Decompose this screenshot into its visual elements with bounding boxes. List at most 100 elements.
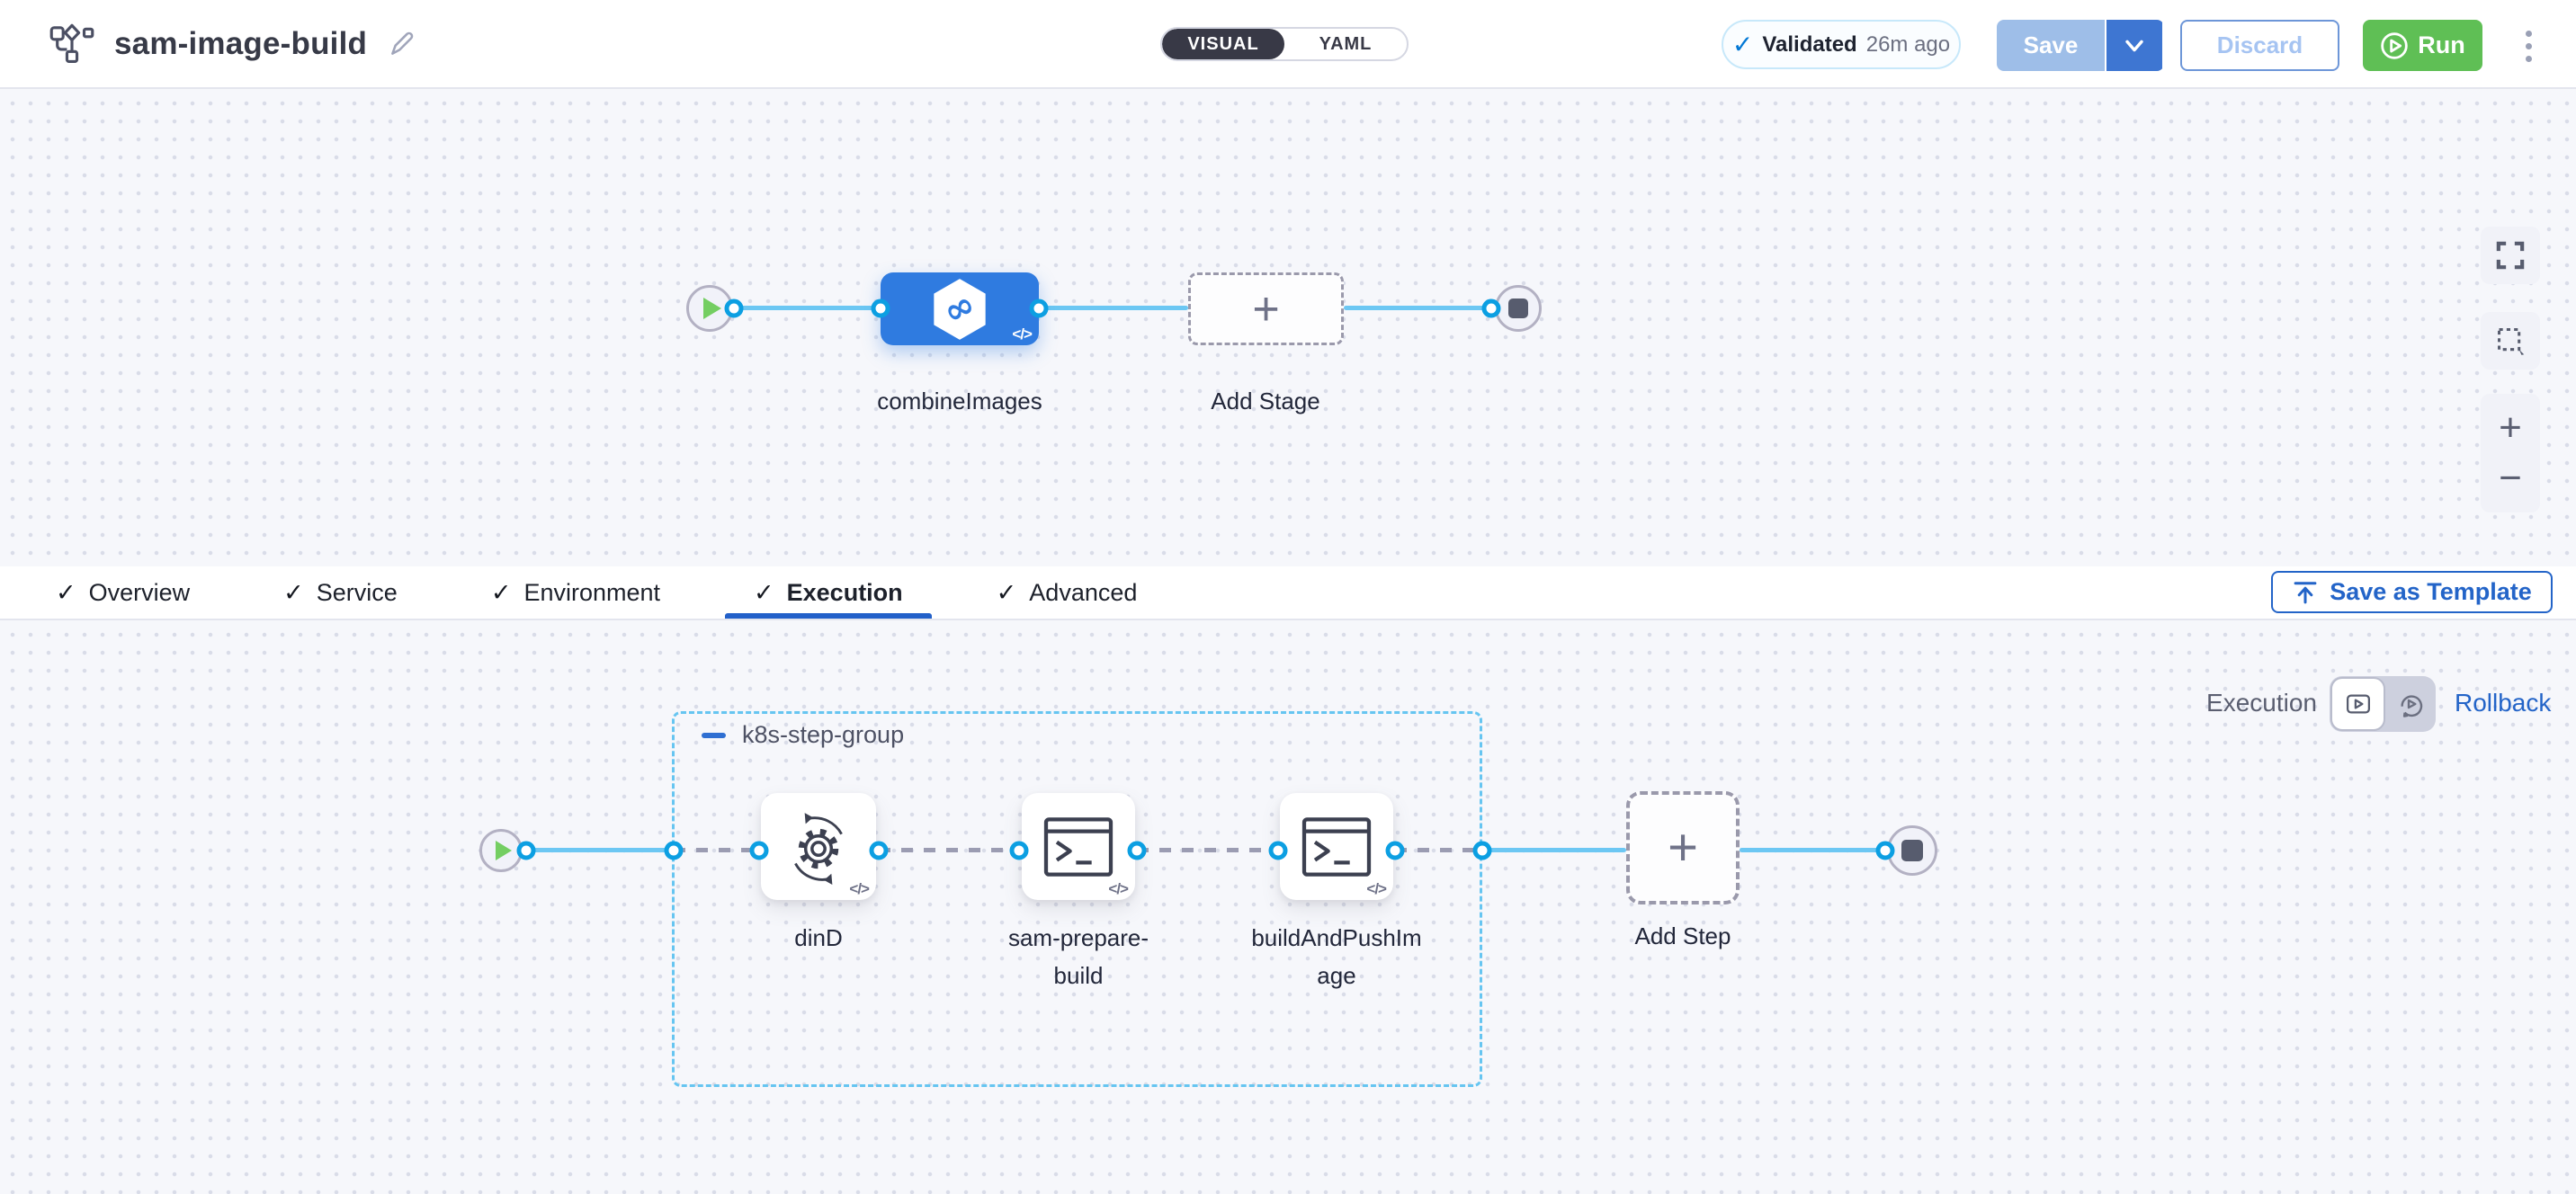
stage-label[interactable]: combineImages (877, 388, 1042, 414)
tab-environment[interactable]: ✓ Environment (486, 566, 666, 619)
port[interactable] (1009, 841, 1029, 860)
tab-label: Execution (786, 578, 903, 606)
more-options-kebab-icon[interactable] (2515, 24, 2542, 67)
zoom-out-button[interactable]: − (2499, 456, 2522, 500)
port[interactable] (1127, 841, 1147, 860)
execution-mode-label: Execution (2206, 689, 2317, 717)
validated-time: 26m ago (1865, 31, 1951, 57)
visual-yaml-toggle: VISUAL YAML (1160, 27, 1409, 61)
port[interactable] (1481, 298, 1501, 318)
check-icon: ✓ (754, 578, 774, 606)
port[interactable] (869, 841, 889, 860)
run-play-icon (2381, 31, 2408, 59)
toggle-yaml[interactable]: YAML (1319, 33, 1373, 54)
validated-check-icon: ✓ (1731, 31, 1754, 58)
step-code-icon[interactable]: </> (1366, 880, 1387, 897)
tab-label: Advanced (1029, 578, 1138, 606)
edit-pencil-icon[interactable] (387, 29, 417, 59)
port[interactable] (516, 841, 536, 860)
run-label: Run (2418, 31, 2465, 58)
port[interactable] (1029, 298, 1049, 318)
check-icon: ✓ (283, 578, 304, 606)
start-play-icon (703, 298, 721, 319)
tab-overview[interactable]: ✓ Overview (50, 566, 195, 619)
tab-label: Environment (523, 578, 661, 606)
fullscreen-button[interactable] (2481, 227, 2540, 284)
tab-label: Service (316, 578, 398, 606)
step-card-dind[interactable]: </> (761, 793, 876, 900)
stage-canvas[interactable]: ∞ </> + combineImages Add Stage (0, 89, 2576, 566)
port[interactable] (1472, 841, 1492, 860)
port[interactable] (871, 298, 890, 318)
dashed-connector (879, 848, 1019, 852)
step-label-sam-prepare-build[interactable]: sam-prepare-build (1007, 924, 1149, 989)
port[interactable] (724, 298, 744, 318)
fullscreen-icon (2496, 241, 2525, 270)
zoom-in-button[interactable]: + (2499, 405, 2522, 450)
rollback-icon (2401, 695, 2423, 717)
save-as-template-label: Save as Template (2330, 578, 2532, 605)
stop-square-icon (1901, 840, 1923, 861)
add-step-label[interactable]: Add Step (1634, 922, 1731, 949)
connector-line (1039, 306, 1188, 310)
step-label-buildandpushimage[interactable]: buildAndPushImage (1251, 924, 1422, 989)
tab-advanced[interactable]: ✓ Advanced (991, 566, 1143, 619)
port[interactable] (1875, 841, 1895, 860)
tab-execution[interactable]: ✓ Execution (725, 566, 932, 619)
zoom-panel: + − (2481, 394, 2540, 512)
check-icon: ✓ (996, 578, 1017, 606)
rollback-view-button[interactable] (2385, 676, 2436, 732)
check-icon: ✓ (490, 578, 512, 606)
step-code-icon[interactable]: </> (1108, 880, 1129, 897)
step-code-icon[interactable]: </> (849, 880, 870, 897)
add-stage-button[interactable]: + (1188, 272, 1344, 345)
header: sam-image-build VISUAL YAML ✓ Validated … (0, 0, 2576, 89)
execution-end-node (1887, 825, 1937, 876)
pipeline-icon (49, 23, 94, 65)
port[interactable] (664, 841, 684, 860)
step-card-buildandpushimage[interactable]: </> (1280, 793, 1393, 900)
gear-sync-icon (794, 812, 843, 885)
port[interactable] (749, 841, 769, 860)
multi-select-button[interactable] (2481, 312, 2540, 370)
rollback-link[interactable]: Rollback (2455, 689, 2552, 717)
plus-icon: + (1252, 282, 1280, 335)
collapse-group-icon[interactable] (702, 732, 726, 738)
execution-start-node (479, 829, 523, 872)
page-title: sam-image-build (114, 25, 368, 61)
step-group-box[interactable] (672, 711, 1482, 1087)
step-group-name[interactable]: k8s-step-group (742, 721, 905, 748)
connector-line (734, 306, 881, 310)
add-step-button[interactable]: + (1626, 791, 1740, 904)
toggle-visual[interactable]: VISUAL (1162, 29, 1284, 59)
execution-canvas[interactable]: Execution Rollback k8s-step-group (0, 620, 2576, 1194)
pipeline-end-node (1495, 285, 1542, 332)
stage-node-combineimages[interactable]: ∞ </> (881, 272, 1039, 345)
save-split-button: Save (1997, 20, 2164, 71)
tab-service[interactable]: ✓ Service (278, 566, 403, 619)
step-label-dind[interactable]: dinD (794, 924, 843, 951)
port[interactable] (1268, 841, 1288, 860)
add-stage-label[interactable]: Add Stage (1211, 388, 1320, 414)
discard-button[interactable]: Discard (2180, 20, 2339, 71)
save-as-template-button[interactable]: Save as Template (2271, 571, 2553, 613)
chevron-down-icon (2125, 40, 2143, 51)
terminal-icon (1043, 816, 1114, 877)
step-card-sam-prepare-build[interactable]: </> (1022, 793, 1135, 900)
run-button[interactable]: Run (2363, 20, 2482, 71)
execution-play-box-icon (2346, 694, 2370, 714)
stage-code-icon[interactable]: </> (1012, 325, 1033, 343)
validated-label: Validated (1762, 31, 1857, 57)
start-play-icon (496, 841, 512, 860)
execution-view-button[interactable] (2330, 677, 2385, 731)
save-options-button[interactable] (2106, 20, 2162, 71)
validated-badge[interactable]: ✓ Validated 26m ago (1722, 20, 1961, 69)
dashed-connector (1395, 848, 1482, 852)
connector-line (1740, 848, 1885, 852)
dashed-connector (674, 848, 759, 852)
save-button[interactable]: Save (1997, 20, 2106, 71)
execution-rollback-toggle (2330, 676, 2436, 732)
tab-label: Overview (88, 578, 191, 606)
port[interactable] (1385, 841, 1405, 860)
